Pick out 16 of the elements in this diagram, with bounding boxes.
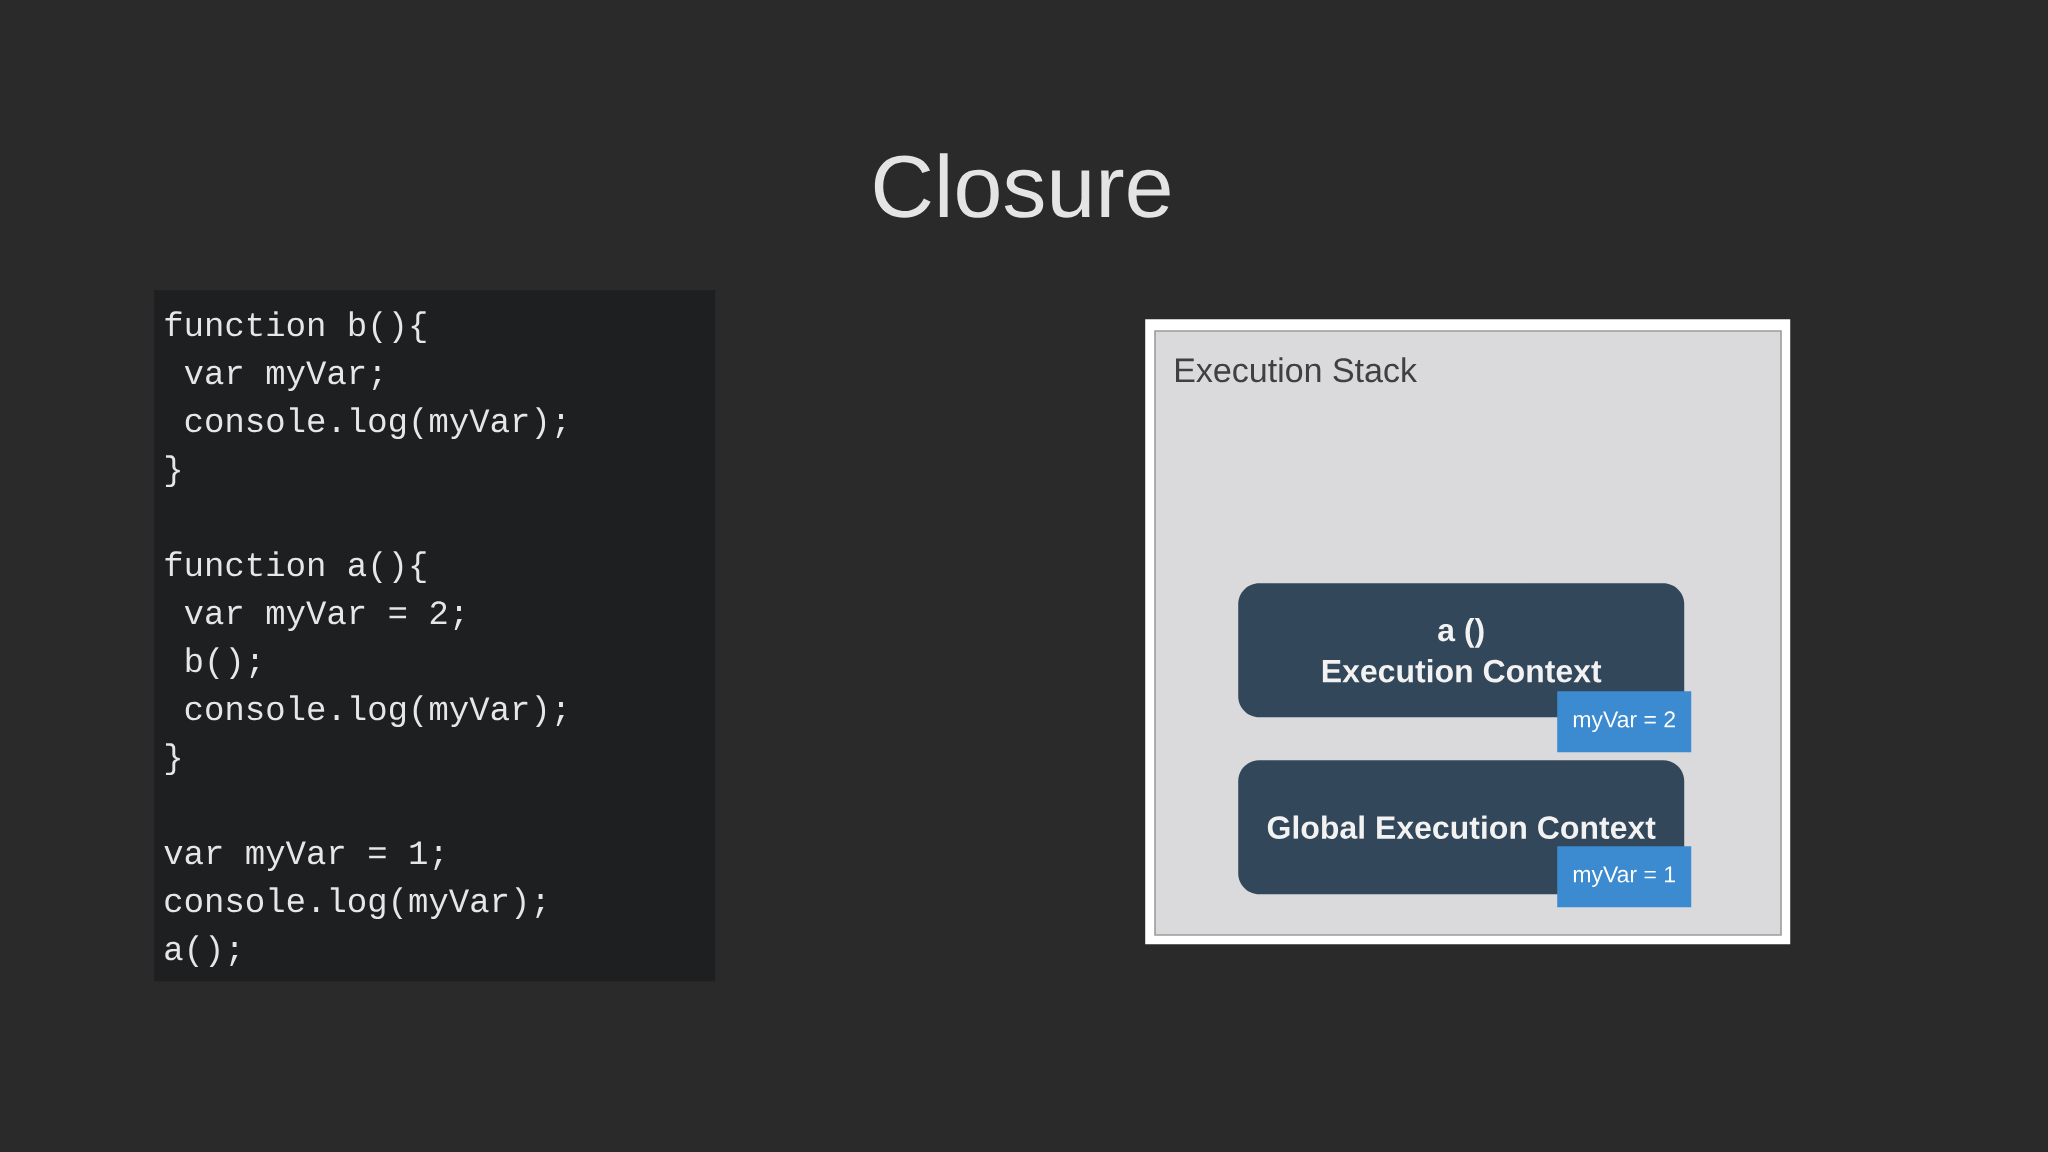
code-line: var myVar = 1; [164,841,442,872]
code-line: b(); [186,647,258,680]
code-line: var myVar; [184,361,381,392]
code-line: var myVar = 2; [184,601,462,632]
code-line: } [165,743,180,776]
panel-heading: Execution Stack [1176,357,1417,383]
code-line: console.log(myVar); [165,887,544,920]
code-line: console.log(myVar); [185,407,564,440]
code-line: a(); [165,935,238,968]
code-line: console.log(myVar); [185,695,564,728]
variable-badge: myVar = 1 [1557,846,1692,908]
code-line: function b(){ [165,311,426,344]
code-line: function a(){ [165,551,426,584]
slide-title: Closure [874,153,1170,218]
code-line: } [165,455,180,488]
variable-badge: myVar = 2 [1557,691,1692,753]
